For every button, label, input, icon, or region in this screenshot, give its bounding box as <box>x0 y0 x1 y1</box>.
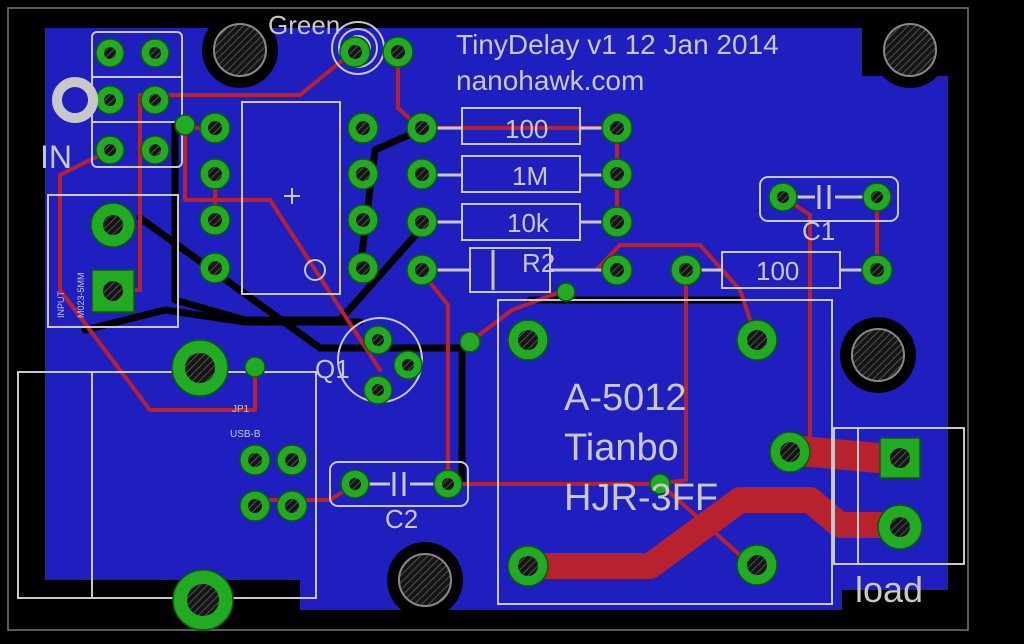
jp1-label: JP1 <box>232 404 250 415</box>
resistor-mid-value: 1M <box>512 161 548 191</box>
terminal-label-2: M023-5MM <box>76 272 86 318</box>
c2-label: C2 <box>385 504 418 534</box>
led-label: Green <box>268 10 340 40</box>
q1-label: Q1 <box>315 354 350 384</box>
mounting-holes <box>202 12 948 618</box>
c1-label: C1 <box>802 216 835 246</box>
resistor-right-value: 100 <box>756 256 799 286</box>
load-label: load <box>855 569 923 610</box>
usb-label: USB-B <box>230 429 261 440</box>
relay-line-1: A-5012 <box>564 377 687 419</box>
r2-label: R2 <box>522 248 555 278</box>
pad-drills <box>103 45 910 616</box>
load-trace <box>515 487 913 579</box>
isolation-grooves <box>81 121 744 486</box>
board-website: nanohawk.com <box>456 65 644 96</box>
copper-pour <box>45 28 948 610</box>
terminal-label-1: INPUT <box>56 290 66 318</box>
board-title: TinyDelay v1 12 Jan 2014 <box>456 29 779 60</box>
input-ring <box>52 77 98 123</box>
resistor-low-value: 10k <box>507 208 550 238</box>
relay-line-2: Tianbo <box>564 427 679 469</box>
relay-line-3: HJR-3FF <box>564 477 718 519</box>
board-outline <box>7 7 969 631</box>
input-label: IN <box>40 139 72 175</box>
resistor-top-value: 100 <box>505 114 548 144</box>
